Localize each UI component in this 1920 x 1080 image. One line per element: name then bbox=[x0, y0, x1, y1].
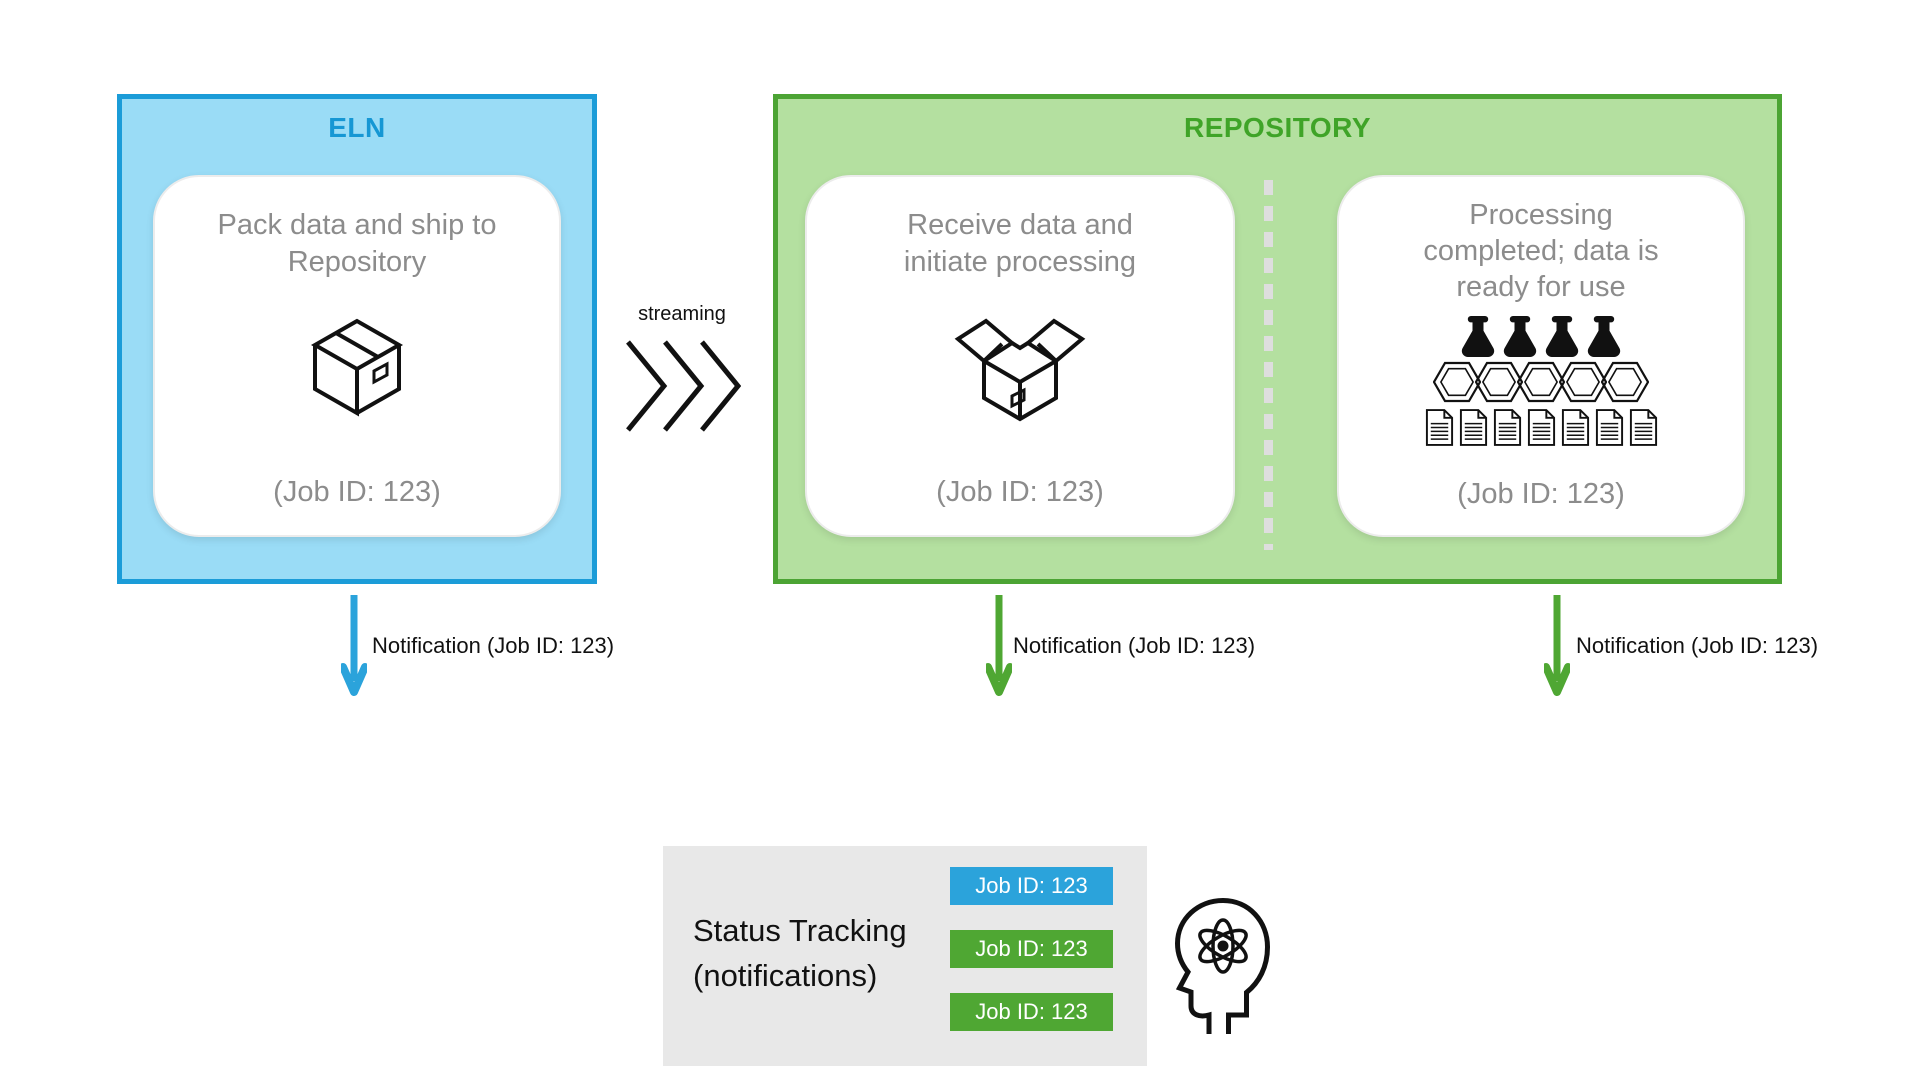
notification-label-eln: Notification (Job ID: 123) bbox=[372, 633, 615, 658]
arrow-down-green-icon bbox=[1542, 593, 1572, 701]
repository-box: REPOSITORY Receive data and initiate pro… bbox=[773, 94, 1782, 584]
document-icon bbox=[1493, 409, 1521, 446]
document-icon-row bbox=[1339, 408, 1743, 447]
flask-icon bbox=[1587, 316, 1621, 357]
closed-box-icon bbox=[155, 315, 559, 417]
flask-icon-row bbox=[1339, 313, 1743, 359]
open-box-icon bbox=[807, 297, 1233, 425]
status-tracking-box: Status Tracking (notifications) Job ID: … bbox=[663, 846, 1147, 1066]
processing-card-text: Processing completed; data is ready for … bbox=[1423, 199, 1659, 303]
hexagon-icon bbox=[1517, 361, 1565, 403]
flask-icon bbox=[1503, 316, 1537, 357]
status-tracking-line1: Status Tracking bbox=[693, 913, 907, 948]
receive-card-jobid: (Job ID: 123) bbox=[936, 476, 1104, 508]
flask-icon bbox=[1461, 316, 1495, 357]
processing-card-jobid: (Job ID: 123) bbox=[1457, 478, 1625, 510]
receive-card: Receive data and initiate processing (Jo… bbox=[805, 175, 1235, 537]
streaming-label: streaming bbox=[638, 303, 726, 325]
job-badge: Job ID: 123 bbox=[950, 993, 1113, 1031]
document-icon bbox=[1595, 409, 1623, 446]
processing-card: Processing completed; data is ready for … bbox=[1337, 175, 1745, 537]
document-icon bbox=[1629, 409, 1657, 446]
document-icon bbox=[1561, 409, 1589, 446]
notification-label-receive: Notification (Job ID: 123) bbox=[1013, 633, 1256, 658]
document-icon bbox=[1425, 409, 1453, 446]
job-badge: Job ID: 123 bbox=[950, 930, 1113, 968]
status-tracking-line2: (notifications) bbox=[693, 958, 878, 993]
dashed-divider bbox=[1264, 180, 1273, 550]
eln-title: ELN bbox=[328, 112, 386, 143]
document-icon bbox=[1527, 409, 1555, 446]
receive-card-text: Receive data and initiate processing bbox=[903, 209, 1137, 278]
job-badge: Job ID: 123 bbox=[950, 867, 1113, 905]
triple-chevron-right-icon bbox=[606, 339, 758, 438]
streaming-group: streaming bbox=[606, 303, 758, 438]
notification-label-processing: Notification (Job ID: 123) bbox=[1576, 633, 1819, 658]
job-badge-column: Job ID: 123 Job ID: 123 Job ID: 123 bbox=[950, 867, 1113, 1031]
eln-box: ELN Pack data and ship to Repository (Jo… bbox=[117, 94, 597, 584]
hexagon-icon bbox=[1433, 361, 1481, 403]
eln-card-jobid: (Job ID: 123) bbox=[273, 476, 441, 508]
arrow-down-green-icon bbox=[984, 593, 1014, 701]
repository-title: REPOSITORY bbox=[1183, 112, 1372, 143]
arrow-down-blue-icon bbox=[339, 593, 369, 701]
status-tracking-title: Status Tracking (notifications) bbox=[693, 908, 907, 998]
hexagon-icon bbox=[1559, 361, 1607, 403]
flask-icon bbox=[1545, 316, 1579, 357]
hexagon-icon bbox=[1475, 361, 1523, 403]
head-atom-icon bbox=[1163, 894, 1281, 1041]
hexagon-icon-row bbox=[1339, 361, 1743, 403]
eln-card-text: Pack data and ship to Repository bbox=[217, 209, 497, 278]
eln-card: Pack data and ship to Repository (Job ID… bbox=[153, 175, 561, 537]
document-icon bbox=[1459, 409, 1487, 446]
hexagon-icon bbox=[1601, 361, 1649, 403]
